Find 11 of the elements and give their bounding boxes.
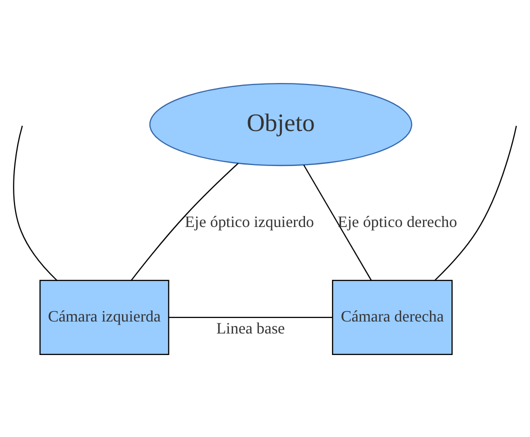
connector <box>130 162 239 280</box>
connector <box>434 125 517 280</box>
edge-label: Eje óptico izquierdo <box>184 214 314 231</box>
connector <box>303 164 372 280</box>
node-box: Cámara derecha <box>332 279 453 355</box>
connector <box>13 125 58 280</box>
edge-label: Eje óptico derecho <box>338 214 458 231</box>
connector <box>168 316 332 318</box>
node-ellipse: Objeto <box>149 82 412 166</box>
edge-label: Linea base <box>216 320 285 338</box>
node-box: Cámara izquierda <box>39 279 170 355</box>
